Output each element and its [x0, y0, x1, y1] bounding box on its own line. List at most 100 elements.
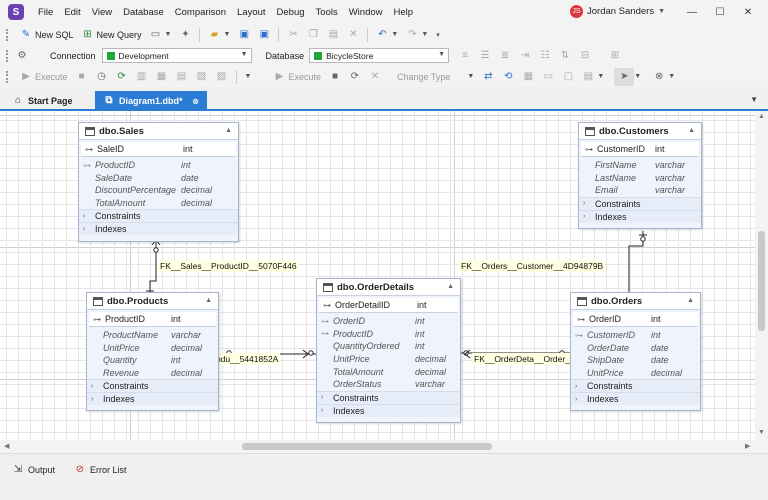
tabs-overflow-icon[interactable]: ▼	[750, 95, 758, 104]
list-button[interactable]: ☷	[535, 47, 555, 65]
collapse-icon[interactable]: ▲	[687, 297, 694, 304]
relation-label[interactable]: FK__Orders__Customer__4D94879B	[459, 260, 606, 272]
menu-comparison[interactable]: Comparison	[174, 6, 226, 18]
stop-button-2[interactable]: ■	[325, 68, 345, 86]
open-button[interactable]: ▰▼	[204, 26, 234, 44]
note-button[interactable]: ▭	[538, 68, 558, 86]
collapse-icon[interactable]: ▲	[447, 283, 454, 290]
maximize-icon[interactable]: ☐	[715, 6, 725, 18]
cut-button[interactable]: ✂	[283, 26, 303, 44]
diagram-canvas[interactable]: FK__Sales__ProductID__5070F446 FK__Order…	[0, 111, 755, 440]
view-button[interactable]: ▤▼	[578, 68, 608, 86]
indexes-group[interactable]: ›Indexes	[87, 392, 218, 406]
new-item-button[interactable]: ▭▼	[146, 26, 176, 44]
sync-button[interactable]: ⟲	[498, 68, 518, 86]
link-customers-orders[interactable]	[628, 231, 644, 299]
error-list-tab[interactable]: ⊘Error List	[74, 464, 127, 476]
outline-button[interactable]: ☰	[475, 47, 495, 65]
user-account[interactable]: JS Jordan Sanders ▼	[570, 5, 665, 18]
menu-database[interactable]: Database	[123, 6, 164, 18]
scroll-right-icon[interactable]: ▶	[745, 443, 751, 450]
toolbar-grip[interactable]	[6, 49, 10, 62]
menu-view[interactable]: View	[91, 6, 113, 18]
indent-button[interactable]: ⇥	[515, 47, 535, 65]
stop-button[interactable]: ■	[72, 68, 92, 86]
constraints-group[interactable]: ›Constraints	[571, 379, 700, 393]
tab-close-icon[interactable]: ⊗	[192, 96, 199, 106]
wizard-button[interactable]: ✦	[175, 26, 195, 44]
sort-button[interactable]: ⇅	[555, 47, 575, 65]
menu-layout[interactable]: Layout	[237, 6, 266, 18]
scroll-thumb[interactable]	[758, 231, 765, 331]
format-button[interactable]: ≡	[455, 47, 475, 65]
paste-button[interactable]: ▤	[323, 26, 343, 44]
table-button[interactable]: ▦	[518, 68, 538, 86]
menu-window[interactable]: Window	[348, 6, 383, 18]
redo-button[interactable]: ↷▼	[402, 26, 432, 44]
scroll-thumb[interactable]	[242, 443, 492, 450]
profile-button[interactable]: ▦	[152, 68, 172, 86]
menu-debug[interactable]: Debug	[276, 6, 305, 18]
collapse-icon[interactable]: ▲	[225, 127, 232, 134]
constraints-group[interactable]: ›Constraints	[579, 196, 701, 210]
toolbar-grip[interactable]	[6, 28, 10, 41]
entity-header[interactable]: dbo.Orders▲	[571, 293, 700, 310]
vertical-scrollbar[interactable]: ▲ ▼	[755, 111, 768, 440]
undo-button[interactable]: ↶▼	[372, 26, 402, 44]
container-button[interactable]: ▢	[558, 68, 578, 86]
horizontal-scrollbar[interactable]: ◀ ▶	[0, 440, 768, 453]
comment-button[interactable]: ≣	[495, 47, 515, 65]
refresh-button[interactable]: ⟳	[112, 68, 132, 86]
copy-button[interactable]: ❐	[303, 26, 323, 44]
indexes-group[interactable]: ›Indexes	[571, 392, 700, 406]
delete-button[interactable]: ✕	[343, 26, 363, 44]
constraints-group[interactable]: ›Constraints	[317, 390, 460, 404]
toolbar-grip[interactable]	[6, 70, 10, 83]
menu-tools[interactable]: Tools	[315, 6, 338, 18]
change-type-button[interactable]: Change Type▼	[393, 68, 478, 86]
cancel-button[interactable]: ✕	[365, 68, 385, 86]
entity-header[interactable]: dbo.Customers▲	[579, 123, 701, 140]
output-tab[interactable]: ⇲Output	[12, 464, 55, 476]
layout-button[interactable]: ⊞	[605, 47, 625, 65]
execute-button-right[interactable]: ▶Execute	[269, 68, 325, 86]
entity-header[interactable]: dbo.Sales▲	[79, 123, 238, 140]
scroll-left-icon[interactable]: ◀	[4, 443, 10, 450]
entity-header[interactable]: dbo.OrderDetails▲	[317, 279, 460, 296]
history-button[interactable]: ◷	[92, 68, 112, 86]
align-button[interactable]: ⊟	[575, 47, 595, 65]
query-plan-button[interactable]: ▥	[132, 68, 152, 86]
import-button[interactable]: ▧	[192, 68, 212, 86]
indexes-group[interactable]: ›Indexes	[579, 209, 701, 223]
report-button[interactable]: ▨	[212, 68, 232, 86]
connection-select[interactable]: Development▼	[101, 48, 252, 63]
collapse-icon[interactable]: ▲	[688, 127, 695, 134]
scroll-up-icon[interactable]: ▲	[758, 113, 765, 120]
collapse-icon[interactable]: ▲	[205, 297, 212, 304]
minimize-icon[interactable]: —	[687, 6, 697, 18]
pointer-button[interactable]: ➤	[614, 67, 635, 86]
new-sql-button[interactable]: ✎New SQL	[16, 26, 78, 44]
